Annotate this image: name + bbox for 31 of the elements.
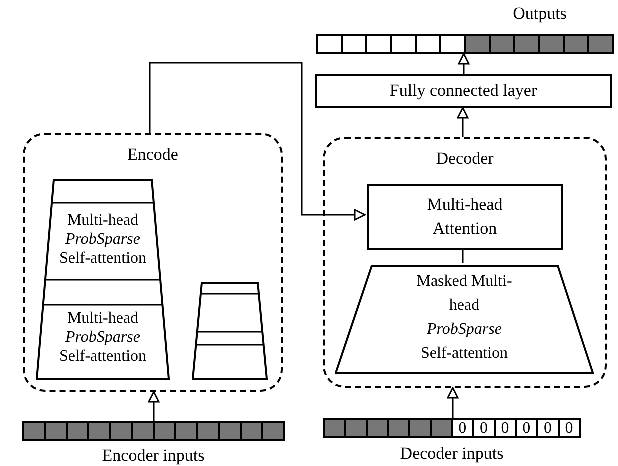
group-title: Decoder: [435, 149, 495, 169]
group-title: Encode: [126, 145, 180, 165]
sequence-bar: [316, 34, 614, 54]
sequence-bar: [22, 421, 285, 441]
layer-label: Multi-head ProbSparse Self-attention: [58, 211, 148, 268]
attention-trapezoid: [335, 265, 594, 374]
bar-caption: Encoder inputs: [101, 446, 206, 466]
arrow: [148, 391, 160, 421]
dashed-group-box: [23, 133, 283, 392]
arrow: [149, 62, 366, 221]
arrow: [447, 387, 459, 418]
layer-stack-trapezoid: [36, 179, 170, 380]
layer-label: Multi-head Attention: [426, 194, 504, 240]
token-cell: 0: [558, 419, 580, 437]
arrow: [458, 53, 470, 74]
layer-label: Multi-head ProbSparse Self-attention: [58, 309, 148, 366]
dashed-group-box: [323, 137, 607, 388]
arrow: [457, 107, 469, 137]
bar-caption: Outputs: [512, 4, 568, 24]
sequence-bar: [323, 418, 581, 438]
token-cell: 0: [452, 419, 474, 437]
bar-caption: Decoder inputs: [399, 444, 505, 464]
token-cell: 0: [537, 419, 559, 437]
token-cell: 0: [494, 419, 516, 437]
token-cell: 0: [473, 419, 495, 437]
layer-label: Masked Multi-head ProbSparse Self-attention: [416, 272, 514, 364]
token-cell: 0: [516, 419, 538, 437]
process-box: [367, 184, 563, 250]
process-box: [315, 74, 612, 108]
layer-stack-trapezoid: [192, 282, 268, 380]
layer-label: Fully connected layer: [388, 80, 538, 102]
